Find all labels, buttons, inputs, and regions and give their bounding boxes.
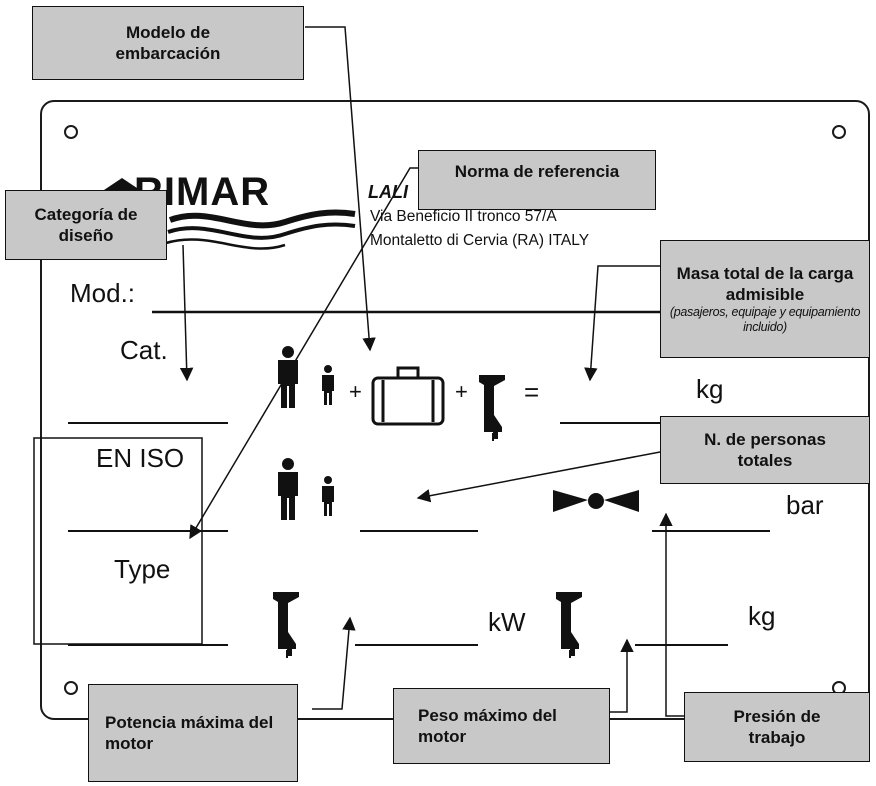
leader-model <box>305 26 376 352</box>
callout-design-category-text: Categoría de diseño <box>34 205 138 245</box>
pressure-valve-icon <box>553 490 639 512</box>
screw-hole-top-left <box>64 125 78 139</box>
callout-design-category: Categoría de diseño <box>5 190 167 260</box>
type-label: Type <box>114 554 171 584</box>
leader-power <box>312 616 356 710</box>
equals-sign: = <box>524 377 540 407</box>
screw-hole-bottom-left <box>64 681 78 695</box>
callout-boat-model-text: Modelo de embarcación <box>115 23 221 63</box>
weight-unit: kg <box>748 601 776 631</box>
callout-persons-text: N. de personas totales <box>704 430 826 470</box>
child-icon <box>322 365 334 405</box>
callout-persons: N. de personas totales <box>660 416 870 484</box>
waves-logo-icon <box>104 178 356 250</box>
callout-working-pressure: Presión de trabajo <box>684 692 870 762</box>
leader-load <box>584 265 660 382</box>
plus-sign: + <box>349 379 362 404</box>
outboard-motor-icon <box>273 592 299 658</box>
callout-max-load-note: (pasajeros, equipaje y equipamiento incl… <box>669 305 861 334</box>
standard-label: EN ISO <box>96 443 185 473</box>
leader-pressure <box>659 512 684 717</box>
address-line-2: Montaletto di Cervia (RA) ITALY <box>370 232 590 249</box>
power-unit: kW <box>488 607 526 637</box>
builder-name: LALI <box>368 182 408 202</box>
callout-boat-model: Modelo de embarcación <box>32 6 304 80</box>
person-icon <box>278 346 298 408</box>
callout-max-load: Masa total de la carga admisible (pasaje… <box>660 240 870 358</box>
callout-max-power-text: Potencia máxima del motor <box>105 713 274 753</box>
outboard-motor-icon <box>556 592 582 658</box>
address-line-1: Via Beneficio II tronco 57/A <box>370 208 557 225</box>
leader-persons <box>416 451 661 503</box>
callout-max-load-title: Masa total de la carga admisible <box>676 264 854 304</box>
callout-reference-standard: Norma de referencia <box>418 150 656 210</box>
pressure-unit: bar <box>786 490 824 520</box>
person-icon <box>278 458 298 520</box>
plus-sign: + <box>455 379 468 404</box>
child-icon <box>322 476 334 516</box>
callout-max-power: Potencia máxima del motor <box>88 684 298 782</box>
luggage-icon <box>371 366 445 426</box>
callout-max-engine-weight-text: Peso máximo del motor <box>418 706 557 746</box>
callout-working-pressure-text: Presión de trabajo <box>733 707 821 747</box>
model-label: Mod.: <box>70 278 136 308</box>
leader-category <box>179 244 194 382</box>
outboard-motor-icon <box>479 375 505 441</box>
standard-type-frame <box>33 437 203 645</box>
callout-reference-standard-text: Norma de referencia <box>454 162 620 181</box>
leader-standard <box>189 167 418 540</box>
callout-max-engine-weight: Peso máximo del motor <box>393 688 610 764</box>
leader-weight <box>610 638 634 713</box>
category-label: Cat. <box>120 335 168 365</box>
screw-hole-top-right <box>832 125 846 139</box>
load-unit: kg <box>696 374 724 404</box>
